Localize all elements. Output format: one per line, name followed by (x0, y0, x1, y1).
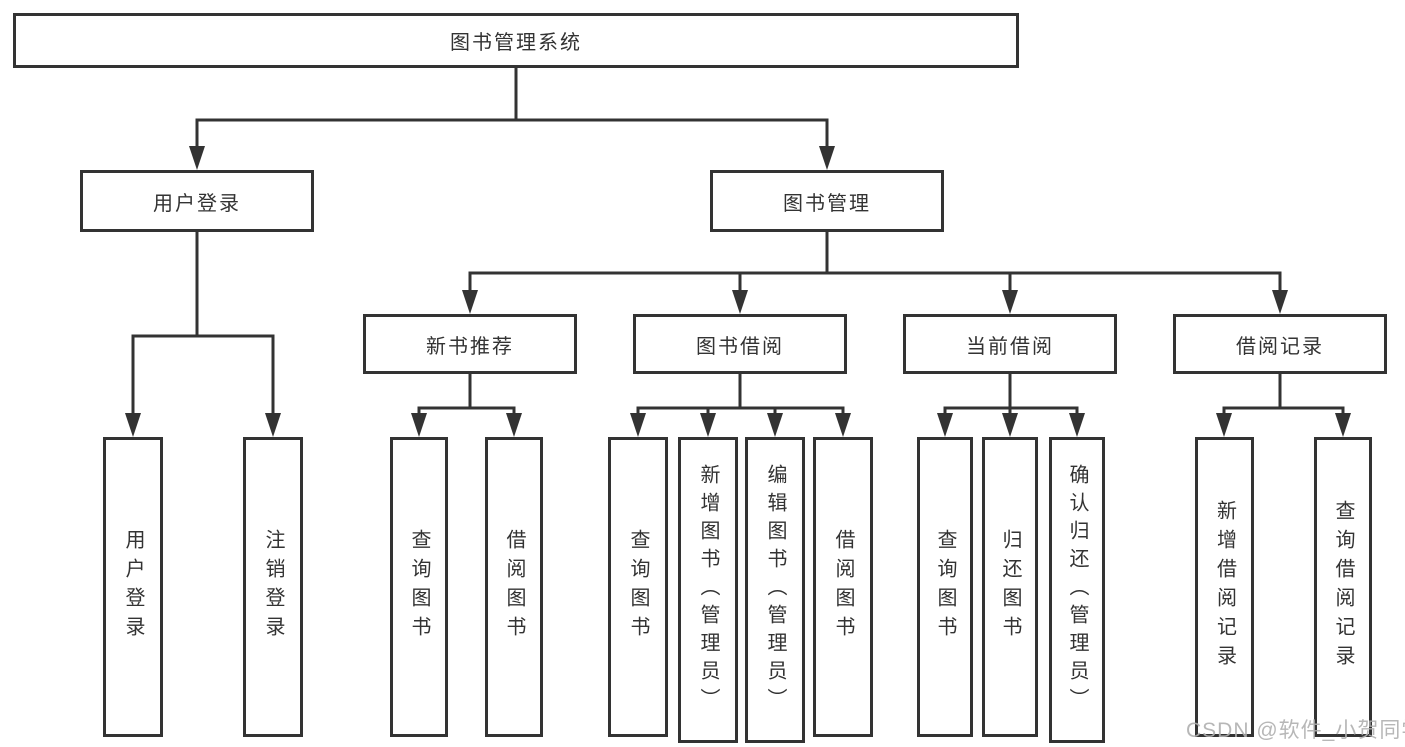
leaf-borrow-add-books-admin-label: 新增图书（管理员） (697, 464, 719, 716)
node-current-borrow: 当前借阅 (903, 314, 1117, 374)
leaf-current-confirm-return-admin: 确认归还（管理员） (1049, 437, 1105, 743)
node-user-login: 用户登录 (80, 170, 314, 232)
leaf-records-query-record-label: 查询借阅记录 (1332, 500, 1354, 674)
node-user-login-label: 用户登录 (153, 192, 241, 215)
leaf-borrow-add-books-admin: 新增图书（管理员） (678, 437, 738, 743)
connector-records-group (1216, 374, 1351, 437)
leaf-records-add-record-label: 新增借阅记录 (1213, 500, 1236, 674)
connector-bookmgmt-to-level3 (462, 232, 1288, 314)
connector-root-to-level2 (189, 68, 835, 170)
leaf-logout-label: 注销登录 (262, 529, 284, 645)
leaf-records-query-record: 查询借阅记录 (1314, 437, 1372, 737)
leaf-borrow-edit-books-admin-label: 编辑图书（管理员） (764, 464, 786, 716)
leaf-current-query-books: 查询图书 (917, 437, 973, 737)
connector-current-group (937, 374, 1085, 437)
leaf-newbook-borrow-books-label: 借阅图书 (503, 529, 525, 645)
leaf-current-return-books-label: 归还图书 (999, 529, 1021, 645)
leaf-newbook-query-books: 查询图书 (390, 437, 448, 737)
node-borrow-records-label: 借阅记录 (1236, 335, 1324, 358)
leaf-records-add-record: 新增借阅记录 (1195, 437, 1254, 737)
node-book-borrow: 图书借阅 (633, 314, 847, 374)
node-book-management-label: 图书管理 (783, 192, 871, 215)
node-current-borrow-label: 当前借阅 (966, 335, 1054, 358)
node-book-management: 图书管理 (710, 170, 944, 232)
leaf-borrow-edit-books-admin: 编辑图书（管理员） (745, 437, 805, 743)
leaf-newbook-borrow-books: 借阅图书 (485, 437, 543, 737)
leaf-user-login: 用户登录 (103, 437, 163, 737)
leaf-user-login-label: 用户登录 (122, 529, 144, 645)
leaf-borrow-borrow-books: 借阅图书 (813, 437, 873, 737)
node-new-book-recommend-label: 新书推荐 (426, 335, 514, 358)
node-root: 图书管理系统 (13, 13, 1019, 68)
connector-newbook-group (411, 374, 522, 437)
leaf-current-return-books: 归还图书 (982, 437, 1038, 737)
node-borrow-records: 借阅记录 (1173, 314, 1387, 374)
leaf-current-query-books-label: 查询图书 (934, 529, 956, 645)
leaf-borrow-query-books-label: 查询图书 (627, 529, 649, 645)
connector-borrow-group (630, 374, 851, 437)
leaf-newbook-query-books-label: 查询图书 (408, 529, 430, 645)
node-book-borrow-label: 图书借阅 (696, 335, 784, 358)
leaf-current-confirm-return-admin-label: 确认归还（管理员） (1066, 464, 1088, 716)
connector-userlogin-to-leaves (125, 232, 281, 437)
node-root-label: 图书管理系统 (450, 32, 582, 54)
leaf-logout: 注销登录 (243, 437, 303, 737)
leaf-borrow-query-books: 查询图书 (608, 437, 668, 737)
node-new-book-recommend: 新书推荐 (363, 314, 577, 374)
leaf-borrow-borrow-books-label: 借阅图书 (832, 529, 854, 645)
csdn-watermark: CSDN @软件_小贺同学 (1186, 719, 1405, 742)
